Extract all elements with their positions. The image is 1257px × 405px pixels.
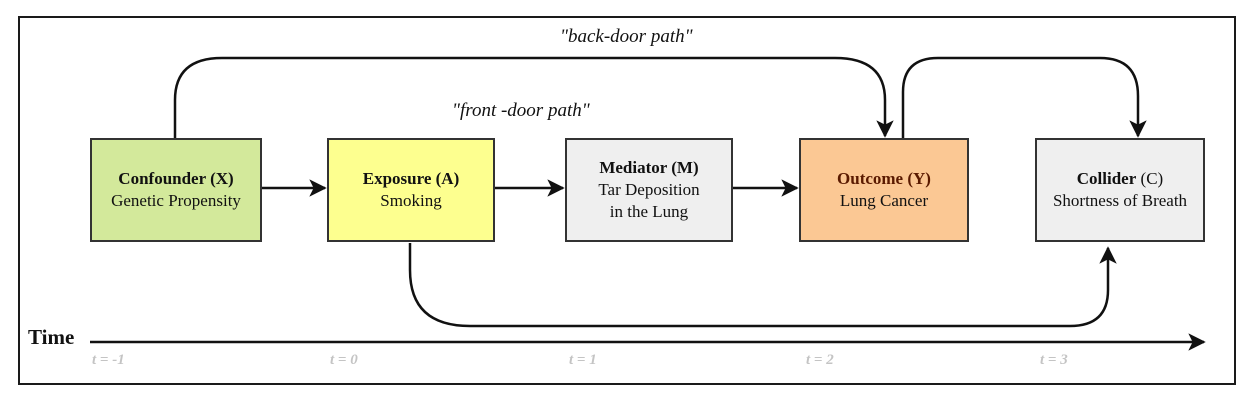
mediator-description-line2: in the Lung	[609, 202, 689, 221]
exposure-node: Exposure (A) Smoking	[327, 138, 495, 242]
collider-description: Shortness of Breath	[1052, 191, 1188, 210]
exposure-title: Exposure (A)	[362, 169, 460, 188]
arrow-backdoor-confounder-outcome	[173, 56, 894, 138]
back-door-path-label: "back-door path"	[560, 26, 693, 47]
diagram-frame	[18, 16, 1236, 385]
outcome-description: Lung Cancer	[839, 191, 929, 210]
collider-title: Collider	[1076, 169, 1137, 188]
outcome-node: Outcome (Y) Lung Cancer	[799, 138, 969, 242]
mediator-description-line1: Tar Deposition	[598, 180, 700, 199]
mediator-title: Mediator (M)	[599, 158, 699, 177]
arrow-exposure-collider	[408, 243, 1117, 328]
collider-title-suffix: (C)	[1136, 169, 1164, 188]
exposure-description: Smoking	[380, 191, 442, 210]
time-axis-title: Time	[28, 325, 75, 349]
time-tick: t = 0	[330, 352, 358, 368]
confounder-description: Genetic Propensity	[111, 191, 241, 210]
time-tick: t = 3	[1040, 352, 1068, 368]
front-door-path-label: "front -door path"	[452, 100, 590, 121]
arrow-outcome-collider	[901, 56, 1147, 138]
confounder-node: Confounder (X) Genetic Propensity	[90, 138, 262, 242]
collider-node: Collider (C) Shortness of Breath	[1035, 138, 1205, 242]
outcome-title: Outcome (Y)	[837, 169, 931, 188]
confounder-title: Confounder (X)	[118, 169, 234, 188]
time-tick: t = 1	[569, 352, 597, 368]
time-tick: t = 2	[806, 352, 834, 368]
mediator-node: Mediator (M) Tar Deposition in the Lung	[565, 138, 733, 242]
time-tick: t = -1	[92, 352, 125, 368]
